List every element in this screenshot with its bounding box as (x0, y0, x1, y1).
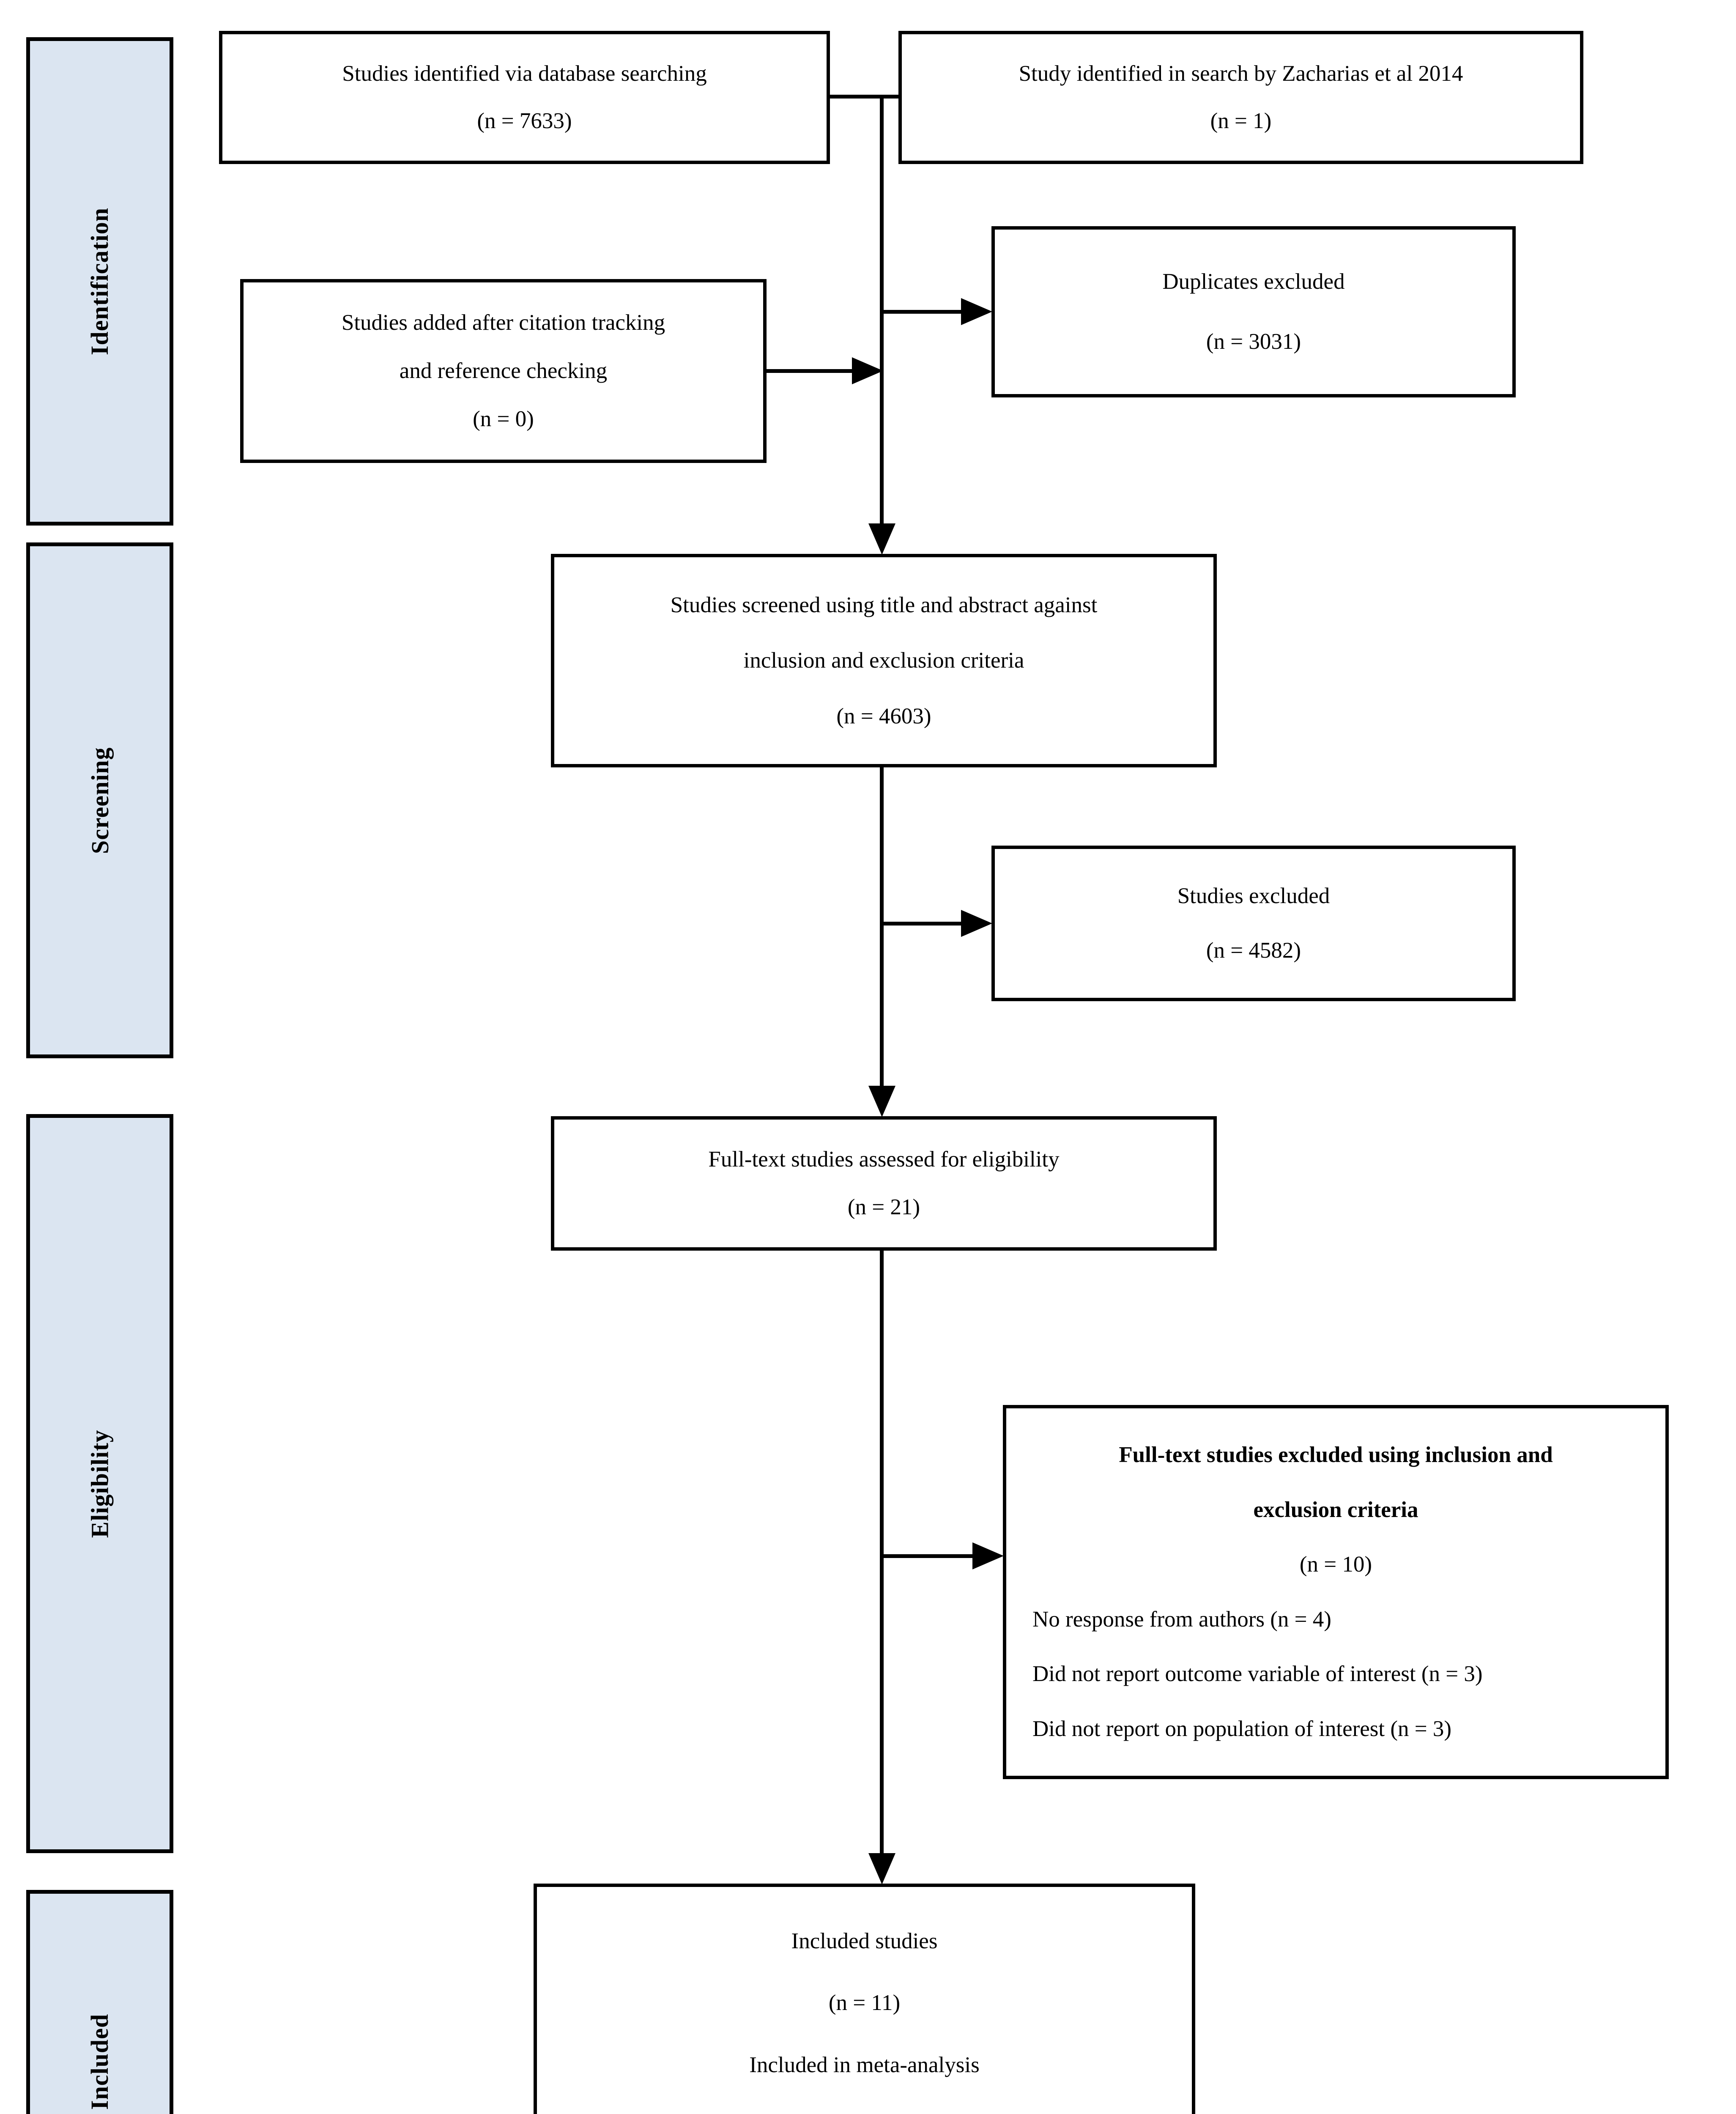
stage-label: Screening (86, 747, 114, 854)
box-count: (n = 3031) (1206, 329, 1301, 354)
stage-label: Identification (86, 207, 114, 356)
box-database-search: Studies identified via database searchin… (219, 31, 830, 164)
box-included-studies: Included studies (n = 11) Included in me… (534, 1884, 1195, 2114)
connector-top-horizontal (830, 95, 898, 99)
stage-identification: Identification (26, 37, 173, 526)
connector-excluded-branch (880, 922, 963, 926)
box-text: inclusion and exclusion criteria (743, 648, 1024, 673)
exclusion-reason: Did not report outcome variable of inter… (1032, 1662, 1483, 1687)
box-text: Included in meta-analysis (749, 2052, 980, 2077)
box-text: Duplicates excluded (1162, 269, 1345, 294)
box-title: Full-text studies excluded using inclusi… (1119, 1443, 1553, 1468)
stage-screening: Screening (26, 542, 173, 1058)
box-count: (n = 0) (473, 407, 534, 432)
stage-label: Included (86, 2013, 114, 2110)
box-count: (n = 21) (847, 1195, 920, 1219)
box-title: exclusion criteria (1253, 1497, 1418, 1522)
stage-eligibility: Eligibility (26, 1114, 173, 1853)
box-text: Studies excluded (1177, 883, 1330, 908)
arrowhead-right-icon (961, 298, 992, 325)
box-text: Studies added after citation tracking (341, 310, 665, 335)
box-text: Study identified in search by Zacharias … (1019, 61, 1463, 86)
connector-ftexcluded-branch (880, 1554, 974, 1558)
box-text: Included studies (791, 1928, 938, 1953)
box-duplicates-excluded: Duplicates excluded (n = 3031) (991, 226, 1516, 397)
stage-included: Included (26, 1890, 173, 2114)
box-zacharias-search: Study identified in search by Zacharias … (898, 31, 1583, 164)
exclusion-reason: No response from authors (n = 4) (1032, 1607, 1331, 1632)
arrowhead-right-icon (961, 910, 992, 937)
stage-label: Eligibility (86, 1429, 114, 1538)
box-count: (n = 10) (1299, 1552, 1372, 1577)
box-count: (n = 4603) (836, 704, 931, 728)
box-citation-tracking: Studies added after citation tracking an… (240, 279, 767, 463)
box-text: and reference checking (399, 359, 608, 383)
connector-duplicates-branch (880, 310, 963, 314)
arrowhead-right-icon (972, 1542, 1004, 1569)
box-text: Studies screened using title and abstrac… (670, 592, 1098, 617)
box-count: (n = 1) (1210, 109, 1272, 133)
box-fulltext-excluded: Full-text studies excluded using inclusi… (1003, 1405, 1669, 1779)
connector-eligibility-vertical (880, 1251, 884, 1855)
box-count: (n = 7633) (477, 109, 572, 133)
box-studies-screened: Studies screened using title and abstrac… (551, 554, 1217, 767)
arrowhead-right-icon (852, 357, 883, 384)
connector-citation-branch (767, 369, 854, 373)
arrowhead-down-icon (868, 1853, 895, 1884)
connector-screening-vertical (880, 767, 884, 1089)
box-count: (n = 11) (828, 1991, 901, 2015)
arrowhead-down-icon (868, 523, 895, 555)
exclusion-reason: Did not report on population of interest… (1032, 1716, 1452, 1741)
box-count: (n = 4582) (1206, 938, 1301, 963)
box-fulltext-assessed: Full-text studies assessed for eligibili… (551, 1116, 1217, 1251)
arrowhead-down-icon (868, 1086, 895, 1117)
box-studies-excluded: Studies excluded (n = 4582) (991, 846, 1516, 1001)
box-text: Full-text studies assessed for eligibili… (708, 1147, 1060, 1172)
box-text: Studies identified via database searchin… (342, 61, 707, 86)
